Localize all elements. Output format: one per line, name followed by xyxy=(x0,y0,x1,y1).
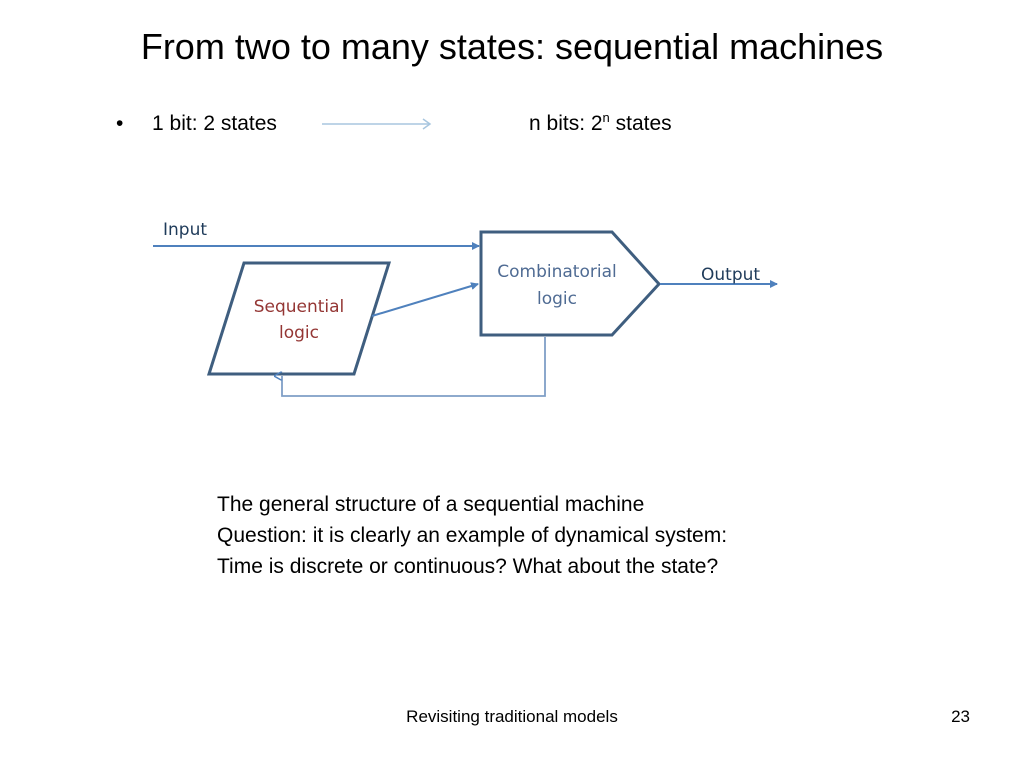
feedback-loop-arrow xyxy=(282,337,546,397)
output-label: Output xyxy=(701,265,760,285)
caption-line: Question: it is clearly an example of dy… xyxy=(217,524,728,547)
combinatorial-logic-block xyxy=(479,230,662,337)
slide-title: From two to many states: sequential mach… xyxy=(140,26,884,67)
bullet-item: • 1 bit: 2 states n bits: 2n states xyxy=(116,110,816,140)
state-to-combinatorial-arrow xyxy=(371,282,479,317)
bullet-left-text: 1 bit: 2 states xyxy=(152,112,277,135)
input-label: Input xyxy=(163,220,207,240)
bullet-marker: • xyxy=(116,112,124,135)
sequential-logic-label-line2: logic xyxy=(279,323,319,343)
footer-title: Revisiting traditional models xyxy=(406,707,618,726)
sequential-logic-block xyxy=(206,261,392,376)
combinatorial-logic-label-line1: Combinatorial xyxy=(497,262,616,282)
right-arrow-icon xyxy=(322,118,432,130)
bullet-right-text: n bits: 2n states xyxy=(529,110,672,135)
caption-line: The general structure of a sequential ma… xyxy=(217,493,645,516)
diagram-caption: The general structure of a sequential ma… xyxy=(217,489,727,582)
combinatorial-logic-label-line2: logic xyxy=(537,289,577,309)
caption-line: Time is discrete or continuous? What abo… xyxy=(217,555,719,578)
page-number: 23 xyxy=(951,707,970,726)
sequential-logic-label-line1: Sequential xyxy=(254,297,345,317)
